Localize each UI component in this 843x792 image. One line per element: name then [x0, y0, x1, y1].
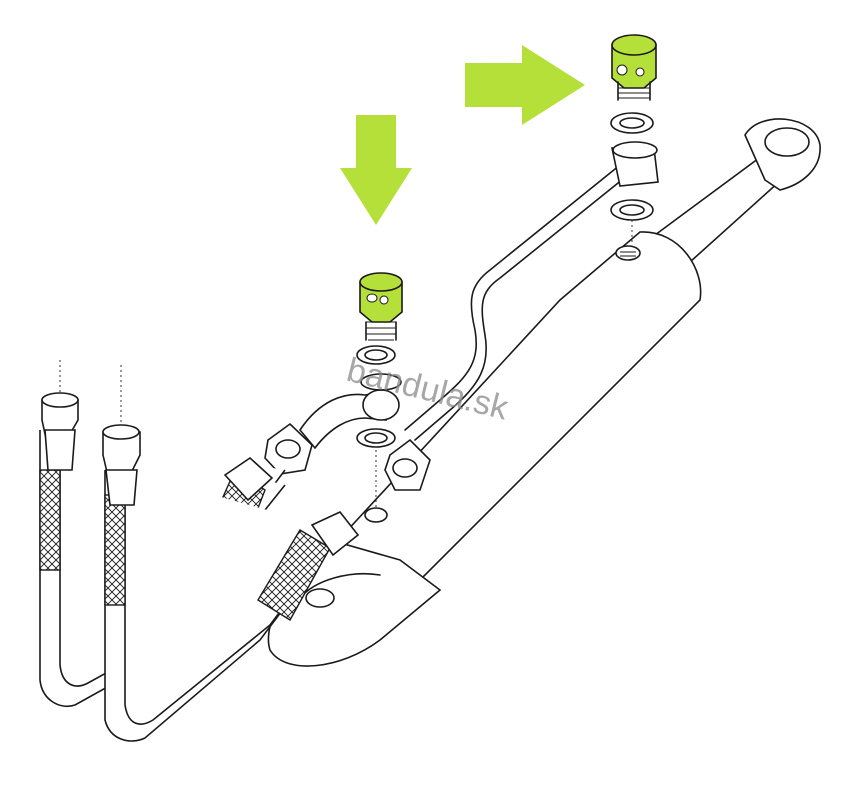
arrow-right-icon [465, 45, 585, 125]
banjo-bolt-right [611, 34, 657, 101]
cylinder-body [267, 118, 821, 667]
steel-pipe-upper [384, 141, 659, 491]
steel-pipe-lower [264, 373, 402, 475]
arrow-down-icon [340, 115, 412, 225]
washers-left [356, 345, 396, 523]
banjo-bolt-left [359, 272, 403, 341]
washers-right [610, 112, 654, 245]
hose-assembly [39, 360, 360, 742]
